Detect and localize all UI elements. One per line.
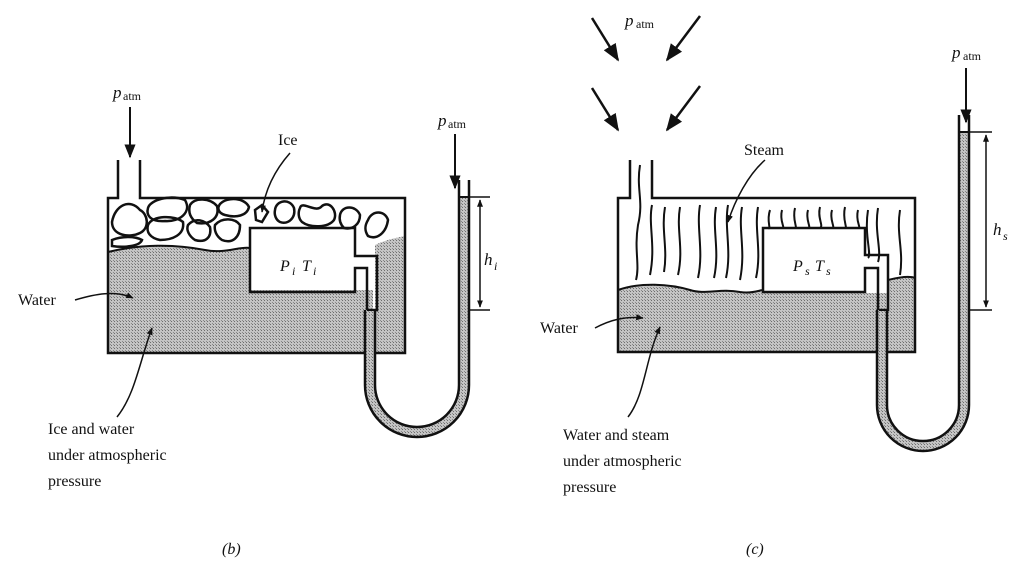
- manometer-c-patm-subscript: atm: [963, 49, 982, 63]
- caption-c: (c): [746, 541, 764, 558]
- manometer-b-inner: [373, 180, 461, 429]
- note-c-leader: [627, 326, 661, 418]
- bulb-c-temperature-subscript: s: [826, 264, 831, 278]
- steam-label: Steam: [744, 142, 785, 159]
- ice-water-fluid-lower: [108, 290, 373, 353]
- water-steam-fluid-lower: [760, 293, 890, 352]
- note-b-line-1: Ice and water: [48, 421, 135, 438]
- manometer-c-inner: [885, 115, 961, 443]
- manometer-c-patm-symbol: p: [951, 43, 961, 62]
- water-b-leader: [74, 292, 134, 301]
- height-b-symbol: h: [484, 250, 493, 269]
- note-c-line-2: under atmospheric: [563, 453, 682, 470]
- water-steam-fluid-right: [888, 276, 915, 352]
- figure-b-ice-point: P i T i h i p atm p atm Ice Water Ice an…: [18, 83, 497, 558]
- height-c-symbol: h: [993, 220, 1002, 239]
- bulb-b-pressure-subscript: i: [292, 264, 295, 278]
- manometer-b-outer: [363, 180, 471, 439]
- manometer-b-patm-symbol: p: [437, 111, 447, 130]
- ambient-arrow-lower-left: [590, 87, 620, 132]
- manometer-c-outer: [875, 115, 971, 453]
- ambient-arrow-lower-right: [665, 85, 701, 132]
- bulb-b-pressure-symbol: P: [279, 258, 290, 275]
- water-c-label: Water: [540, 320, 578, 337]
- ice-water-fluid-right: [375, 236, 405, 353]
- ice-label: Ice: [278, 132, 298, 149]
- note-b-line-3: pressure: [48, 473, 101, 490]
- tank-b-patm-symbol: p: [112, 83, 122, 102]
- bulb-c-pressure-subscript: s: [805, 264, 810, 278]
- manometer-b-patm-subscript: atm: [448, 117, 467, 131]
- water-c-leader: [594, 314, 644, 329]
- figure-c-steam-point: P s T s h s p atm p atm Steam Water: [540, 11, 1008, 558]
- note-c-line-1: Water and steam: [563, 427, 670, 444]
- bulb-c-pressure-symbol: P: [792, 258, 803, 275]
- caption-b: (b): [222, 541, 241, 558]
- note-c-line-3: pressure: [563, 479, 616, 496]
- bulb-b-temperature-subscript: i: [313, 264, 316, 278]
- ice-leader: [259, 152, 291, 213]
- steam-leader: [727, 159, 766, 223]
- ambient-c-patm-subscript: atm: [636, 17, 655, 31]
- ice-chunks: [110, 196, 390, 248]
- height-b-subscript: i: [494, 259, 497, 273]
- ambient-c-patm-symbol: p: [624, 11, 634, 30]
- water-steam-fluid: [618, 284, 763, 352]
- height-c-subscript: s: [1003, 229, 1008, 243]
- note-b-line-2: under atmospheric: [48, 447, 167, 464]
- ambient-arrow-upper-left: [590, 17, 620, 62]
- note-b-leader: [116, 327, 153, 418]
- tank-b-outline: [106, 160, 407, 355]
- tank-b-patm-subscript: atm: [123, 89, 142, 103]
- steam-wisps: [635, 164, 903, 281]
- bulb-b-temperature-symbol: T: [302, 258, 312, 275]
- bulb-c-temperature-symbol: T: [815, 258, 825, 275]
- water-b-label: Water: [18, 292, 56, 309]
- tank-c-outline: [616, 160, 917, 354]
- manometer-c-fluid: [877, 132, 969, 451]
- ambient-arrow-upper-right: [665, 15, 701, 62]
- manometer-b-fluid: [365, 197, 469, 437]
